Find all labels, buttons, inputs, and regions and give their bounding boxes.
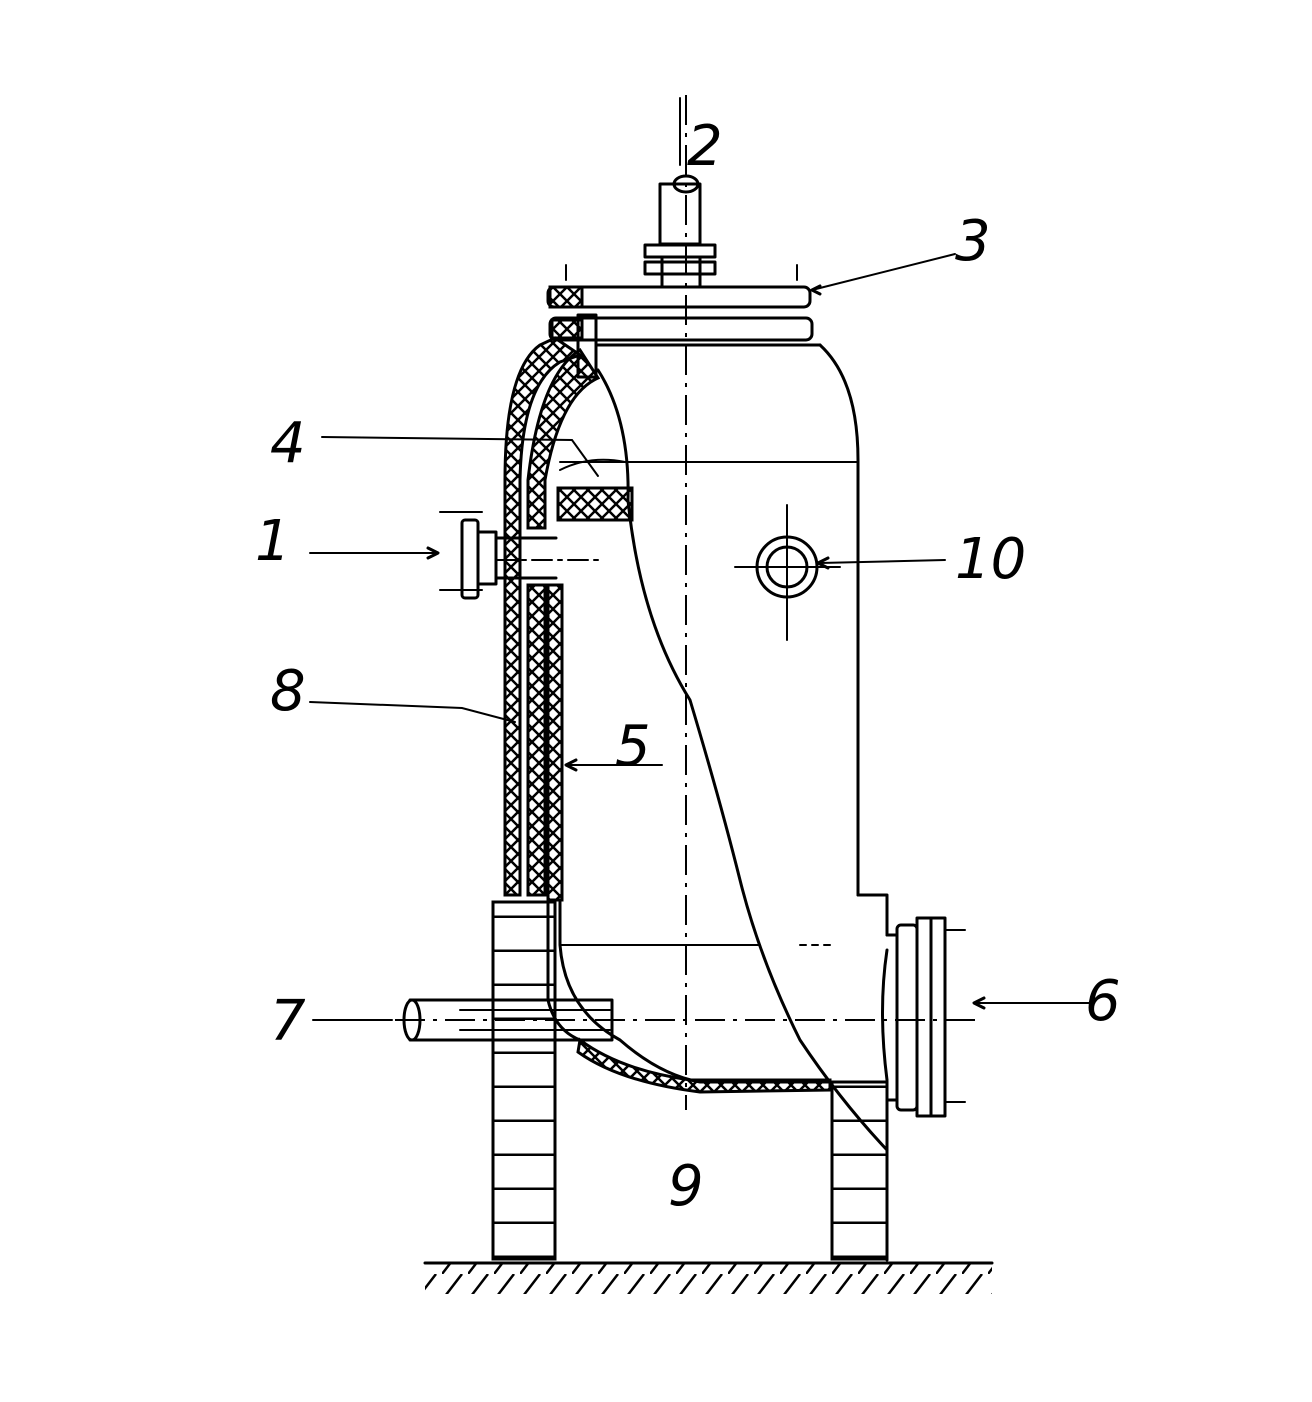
lower-wall: [546, 898, 832, 1094]
top-flange: [546, 264, 814, 379]
side-outlet: [881, 916, 966, 1118]
sight-port: [734, 504, 841, 641]
packing-layer: [556, 458, 634, 522]
label-4: 4: [270, 411, 306, 476]
label-3: 3: [955, 209, 991, 274]
label-10: 10: [955, 527, 1026, 592]
label-1: 1: [255, 509, 291, 574]
label-8: 8: [270, 659, 306, 724]
bottom-outlet-pipe: [395, 998, 980, 1042]
top-nozzle: [643, 174, 717, 289]
label-7: 7: [270, 989, 306, 1054]
label-9: 9: [668, 1154, 704, 1219]
inlet-nozzle: [439, 511, 601, 600]
label-6: 6: [1085, 969, 1121, 1034]
insulation-layer: [503, 336, 601, 902]
brick-support-left: [491, 900, 557, 1261]
leader-lines: [309, 97, 1091, 1021]
ground: [423, 1261, 994, 1294]
label-2: 2: [687, 114, 723, 179]
part-labels: 2 3 4 1 10 8 5 6 7 9: [255, 114, 1121, 1219]
brick-support-right: [830, 1080, 889, 1261]
label-5: 5: [615, 714, 651, 779]
